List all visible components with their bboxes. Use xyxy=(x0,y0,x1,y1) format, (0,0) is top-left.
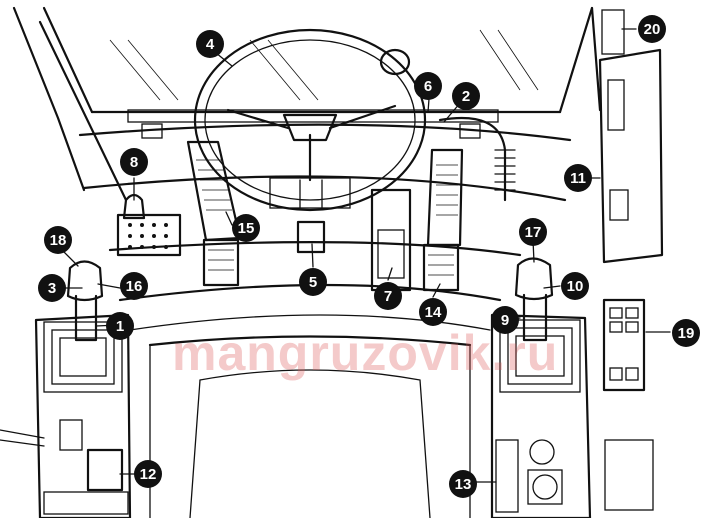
callout-circle xyxy=(449,470,477,498)
callout-circle xyxy=(519,218,547,246)
callout-6: 6 xyxy=(414,72,442,100)
callout-circle xyxy=(120,148,148,176)
callout-number: 20 xyxy=(644,21,661,38)
callout-circle xyxy=(491,306,519,334)
callout-18: 18 xyxy=(44,226,72,254)
callout-13: 13 xyxy=(449,470,477,498)
callout-number: 4 xyxy=(206,36,215,53)
pedal-left xyxy=(186,140,242,287)
callout-circle xyxy=(120,272,148,300)
callout-circle xyxy=(106,312,134,340)
callout-circle xyxy=(196,30,224,58)
callout-number: 11 xyxy=(570,170,586,187)
callout-15: 15 xyxy=(232,214,260,242)
callout-circle xyxy=(134,460,162,488)
callout-number: 13 xyxy=(455,476,472,493)
callout-circle xyxy=(561,272,589,300)
steering-wheel xyxy=(193,28,427,212)
callout-16: 16 xyxy=(120,272,148,300)
callout-number: 19 xyxy=(678,325,695,342)
callout-number: 8 xyxy=(130,154,138,171)
callout-number: 7 xyxy=(384,288,392,305)
dashboard xyxy=(78,109,572,518)
callout-10: 10 xyxy=(561,272,589,300)
pedal-center xyxy=(370,188,412,292)
callout-number: 17 xyxy=(525,224,542,241)
callout-7: 7 xyxy=(374,282,402,310)
hose xyxy=(438,116,516,202)
watermark: mangruzovik.ru xyxy=(172,325,558,381)
callout-1: 1 xyxy=(106,312,134,340)
right-side-panel xyxy=(598,9,664,511)
callout-2: 2 xyxy=(452,82,480,110)
callout-circle xyxy=(374,282,402,310)
callout-number: 14 xyxy=(425,304,442,321)
callout-number: 1 xyxy=(116,318,124,335)
callout-number: 16 xyxy=(126,278,143,295)
callout-17: 17 xyxy=(519,218,547,246)
callout-number: 18 xyxy=(50,232,67,249)
callout-circle xyxy=(419,298,447,326)
callout-circle xyxy=(414,72,442,100)
callout-circle xyxy=(452,82,480,110)
callout-11: 11 xyxy=(564,164,592,192)
left-selector xyxy=(116,193,182,257)
callout-number: 6 xyxy=(424,78,432,95)
callout-4: 4 xyxy=(196,30,224,58)
callout-number: 2 xyxy=(462,88,470,105)
callout-number: 10 xyxy=(567,278,584,295)
callout-9: 9 xyxy=(491,306,519,334)
callout-20: 20 xyxy=(638,15,666,43)
pedal-right xyxy=(422,148,464,292)
windshield-frame xyxy=(12,6,602,202)
left-console xyxy=(0,260,132,518)
callout-circle xyxy=(299,268,327,296)
callout-3: 3 xyxy=(38,274,66,302)
callout-circle xyxy=(672,319,700,347)
callout-12: 12 xyxy=(134,460,162,488)
callout-circle xyxy=(38,274,66,302)
callout-19: 19 xyxy=(672,319,700,347)
right-console xyxy=(490,257,592,518)
callout-circle xyxy=(44,226,72,254)
callout-5: 5 xyxy=(299,268,327,296)
callout-number: 12 xyxy=(140,466,157,483)
callout-number: 15 xyxy=(238,220,255,237)
callout-8: 8 xyxy=(120,148,148,176)
callout-14: 14 xyxy=(419,298,447,326)
callout-circle xyxy=(638,15,666,43)
pedal-center-block xyxy=(296,220,326,254)
callout-number: 5 xyxy=(309,274,317,291)
callout-circle xyxy=(564,164,592,192)
callout-circle xyxy=(232,214,260,242)
callout-number: 9 xyxy=(501,312,509,329)
callout-number: 3 xyxy=(48,280,56,297)
